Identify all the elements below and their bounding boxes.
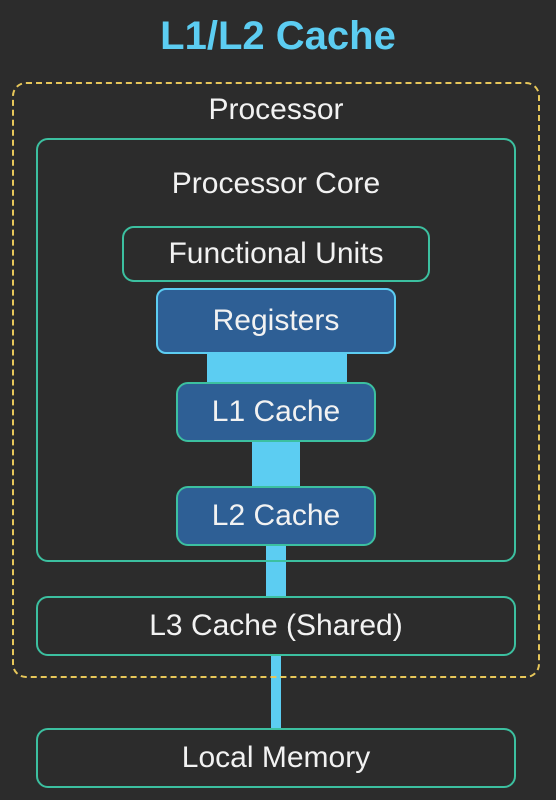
- l2-cache-box: L2 Cache: [176, 486, 376, 546]
- l1-cache-label: L1 Cache: [211, 395, 341, 428]
- registers-label: Registers: [212, 304, 340, 337]
- l1-cache-box: L1 Cache: [176, 382, 376, 442]
- processor-frame: Processor: [12, 82, 540, 678]
- l3-to-memory-connector: [271, 655, 281, 730]
- registers-box: Registers: [156, 288, 396, 354]
- functional-units-box: Functional Units: [122, 226, 430, 282]
- processor-label: Processor: [208, 93, 344, 126]
- l2-to-l3-connector: [266, 542, 286, 600]
- local-memory-label: Local Memory: [181, 741, 371, 774]
- l3-cache-box: L3 Cache (Shared): [36, 596, 516, 656]
- processor-core-frame: Processor Core: [36, 138, 516, 562]
- processor-core-label: Processor Core: [171, 167, 381, 200]
- functional-units-label: Functional Units: [168, 237, 384, 270]
- l3-cache-label: L3 Cache (Shared): [149, 609, 403, 642]
- l1-to-l2-connector: [252, 440, 300, 488]
- diagram-title: L1/L2 Cache: [160, 14, 396, 58]
- l2-cache-label: L2 Cache: [211, 499, 341, 532]
- local-memory-box: Local Memory: [36, 728, 516, 788]
